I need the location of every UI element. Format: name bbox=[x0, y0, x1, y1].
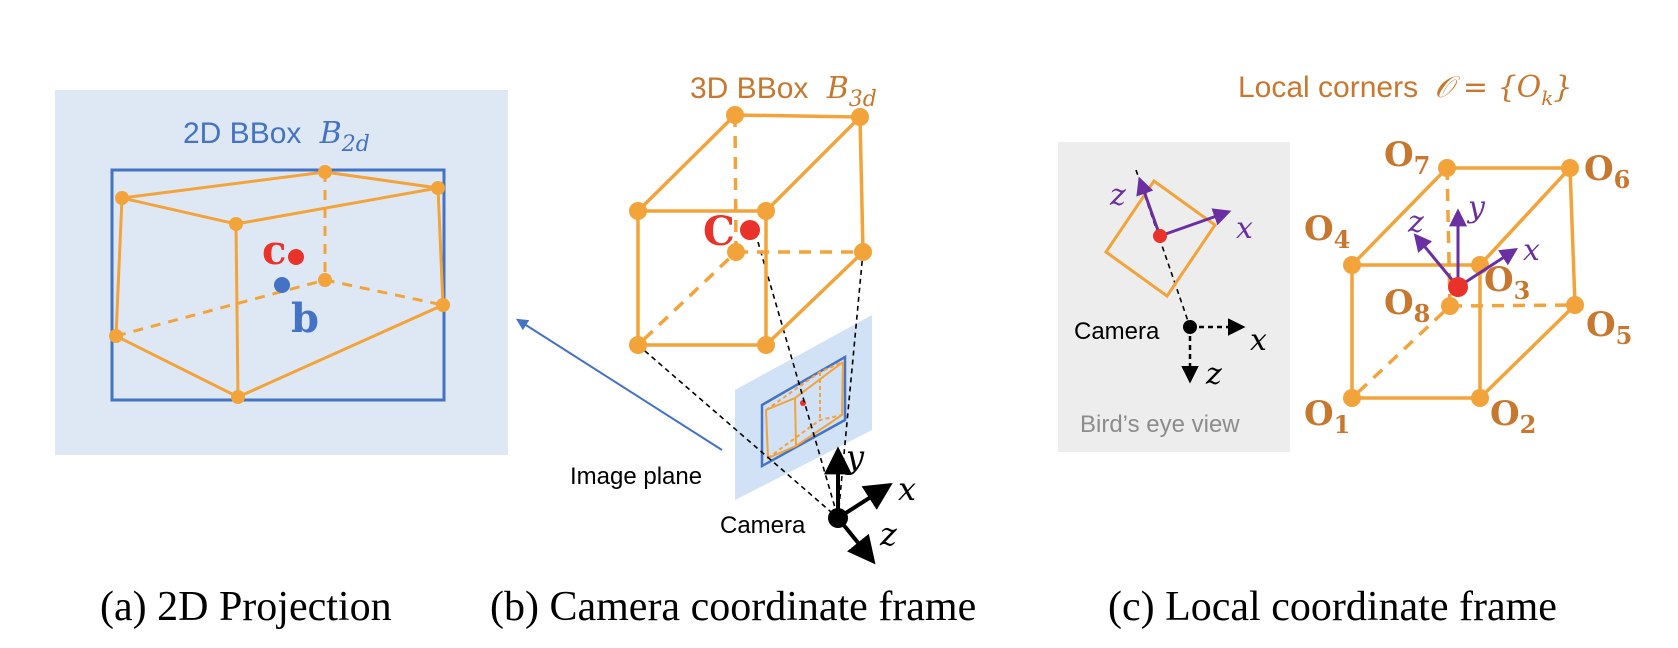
panel-a-title: 2D BBox B2d bbox=[183, 116, 370, 157]
panel-b-title-text: 3D BBox bbox=[690, 72, 808, 105]
panel-c-title-math: 𝒪 = {O bbox=[1434, 70, 1541, 105]
bev-z-label: z bbox=[1109, 178, 1126, 213]
corner-label-o2: O2 bbox=[1490, 394, 1536, 439]
corner-label-o3: O3 bbox=[1484, 260, 1530, 305]
cube-3d-center-label: C bbox=[703, 208, 735, 255]
corner-label-o8: O8 bbox=[1384, 283, 1430, 328]
local-center-dot bbox=[1448, 277, 1468, 297]
panel-c: Local corners 𝒪 = {Ok} z x Camera x z Bi… bbox=[1058, 70, 1632, 452]
panel-a-title-math: B bbox=[319, 116, 342, 151]
local-cube-vertices bbox=[1343, 159, 1584, 407]
corner-label-o4: O4 bbox=[1304, 209, 1350, 254]
local-x-label: x bbox=[1523, 233, 1540, 268]
caption-a: (a) 2D Projection bbox=[100, 584, 392, 630]
caption-c: (c) Local coordinate frame bbox=[1108, 584, 1557, 630]
bev-camera-x-label: x bbox=[1250, 323, 1267, 358]
panel-a: 2D BBox B2d c b bbox=[55, 90, 508, 455]
bbox-2d bbox=[110, 168, 446, 402]
camera-z-label: z bbox=[879, 515, 898, 553]
bbox-center-label: b bbox=[291, 295, 319, 342]
panel-a-title-text: 2D BBox bbox=[183, 117, 301, 150]
panel-b-title-sub: 3d bbox=[849, 87, 877, 112]
local-x-arrow bbox=[1457, 248, 1519, 289]
bbox-center-dot bbox=[274, 277, 290, 293]
panel-a-background bbox=[55, 90, 508, 455]
camera-center bbox=[828, 508, 848, 528]
panel-b-title: 3D BBox B3d bbox=[690, 71, 877, 112]
bev-camera-center bbox=[1183, 320, 1197, 334]
corner-label-o7: O7 bbox=[1384, 135, 1430, 180]
bev-z-arrow bbox=[1136, 176, 1162, 237]
captions: (a) 2D Projection (b) Camera coordinate … bbox=[100, 584, 1557, 630]
local-z-label: z bbox=[1407, 205, 1424, 240]
projection-rays bbox=[637, 241, 864, 519]
bev-camera-label: Camera bbox=[1074, 318, 1160, 345]
bev-label: Bird’s eye view bbox=[1080, 411, 1240, 438]
cube-3d-center-dot bbox=[740, 220, 760, 240]
panel-a-title-sub: 2d bbox=[341, 132, 370, 157]
bev-x-label: x bbox=[1236, 211, 1253, 246]
corner-label-o1: O1 bbox=[1304, 394, 1350, 439]
corner-label-o6: O6 bbox=[1584, 149, 1630, 194]
projected-cube-vertices bbox=[109, 165, 450, 404]
bev-camera-z-label: z bbox=[1205, 357, 1222, 392]
projection-arrow bbox=[515, 318, 723, 451]
panel-c-title-text: Local corners bbox=[1238, 71, 1418, 104]
caption-b: (b) Camera coordinate frame bbox=[490, 584, 976, 630]
bev-center-dot bbox=[1153, 229, 1167, 243]
projected-center-dot bbox=[288, 249, 304, 265]
camera-y-label: y bbox=[844, 438, 865, 476]
bev-background bbox=[1058, 142, 1290, 452]
corner-labels: O1 O2 O3 O4 O5 O6 O7 O8 bbox=[1304, 135, 1632, 439]
panel-c-title-sub: k bbox=[1541, 86, 1553, 110]
local-z-arrow bbox=[1413, 233, 1460, 288]
cube-3d-vertices bbox=[629, 106, 872, 354]
panel-c-title: Local corners 𝒪 = {Ok} bbox=[1238, 70, 1572, 110]
camera-x-label: x bbox=[898, 470, 916, 508]
panel-b-title-math: B bbox=[826, 71, 849, 106]
image-plane-label: Image plane bbox=[570, 463, 702, 490]
local-y-label: y bbox=[1466, 190, 1486, 225]
panel-c-title-close: } bbox=[1553, 70, 1572, 105]
corner-label-o5: O5 bbox=[1586, 305, 1632, 350]
camera-label: Camera bbox=[720, 512, 806, 539]
projected-center-label: c bbox=[262, 227, 286, 274]
image-plane-cube bbox=[765, 361, 844, 460]
bev-x-arrow bbox=[1159, 208, 1232, 238]
panel-b: 3D BBox B3d C bbox=[515, 71, 916, 565]
